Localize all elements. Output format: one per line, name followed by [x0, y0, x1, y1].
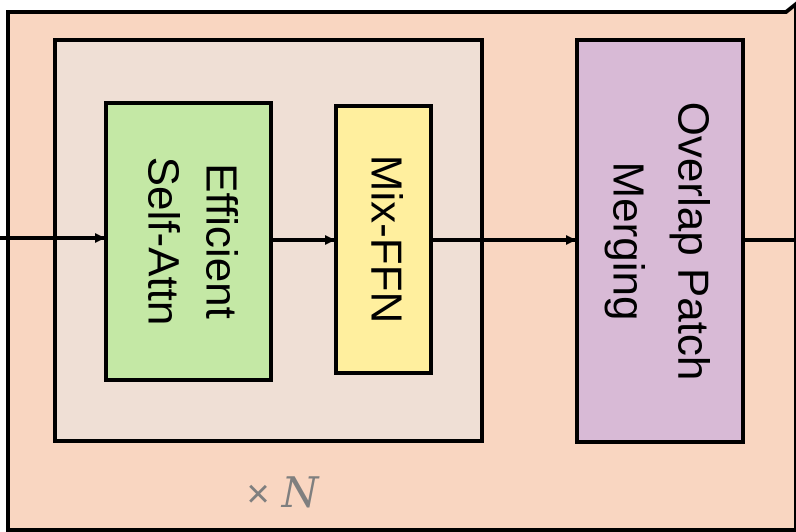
mix-ffn-box: [334, 104, 433, 375]
overlap-patch-merging-box: [575, 38, 745, 444]
repeat-n-symbol: N: [281, 468, 320, 517]
overlap-patch-merging-label-line2: Merging: [603, 162, 652, 321]
mix-ffn-block: Mix-FFN: [334, 104, 433, 375]
mix-ffn-label: Mix-FFN: [361, 155, 410, 324]
efficient-self-attn-block: Efficient Self-Attn: [104, 101, 273, 382]
repeat-times-symbol: ×: [246, 472, 269, 516]
repeat-count-label: × N: [246, 468, 319, 517]
efficient-self-attn-box: [104, 101, 273, 382]
overlap-patch-merging-label-line1: Overlap Patch: [668, 102, 717, 381]
efficient-self-attn-label-line1: Efficient: [196, 163, 245, 319]
overlap-patch-merging-block: Overlap Patch Merging: [575, 38, 745, 444]
efficient-self-attn-label-line2: Self-Attn: [138, 157, 187, 326]
